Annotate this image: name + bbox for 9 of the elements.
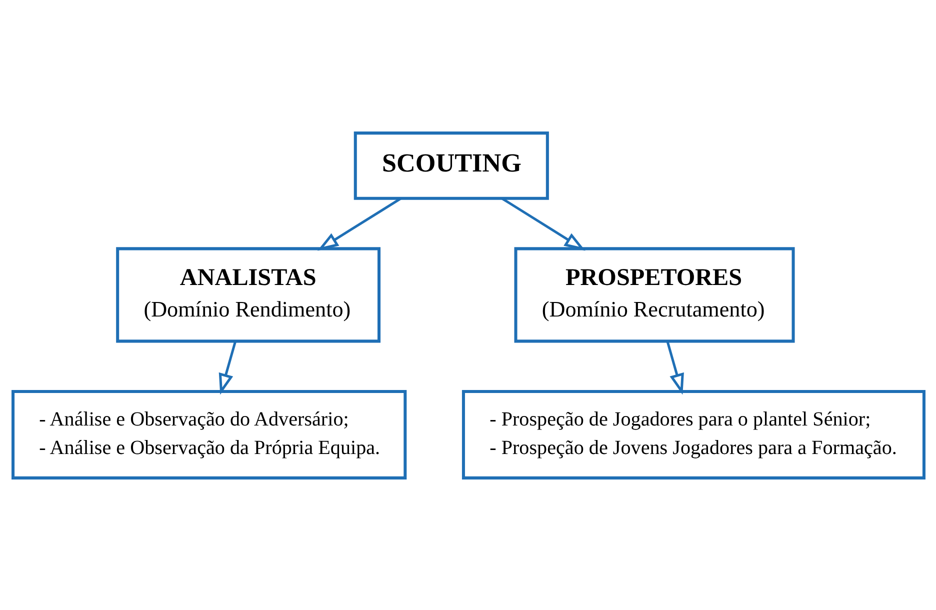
node-box: PROSPETORES (Domínio Recrutamento) [514,246,794,342]
node-box: - Prospeção de Jogadores para o plantel Sénior; - Prospeção de Jovens Jogadores para a Formação. [461,389,925,479]
arrow [218,340,236,394]
node-box: SCOUTING [353,131,548,200]
arrow [666,340,684,394]
node-box: - Análise e Observação do Adversário; - Análise e Observação da Própria Equipa. [11,389,406,479]
arrow [316,196,401,250]
arrow [500,196,585,250]
node-box: ANALISTAS (Domínio Rendimento) [116,246,380,342]
